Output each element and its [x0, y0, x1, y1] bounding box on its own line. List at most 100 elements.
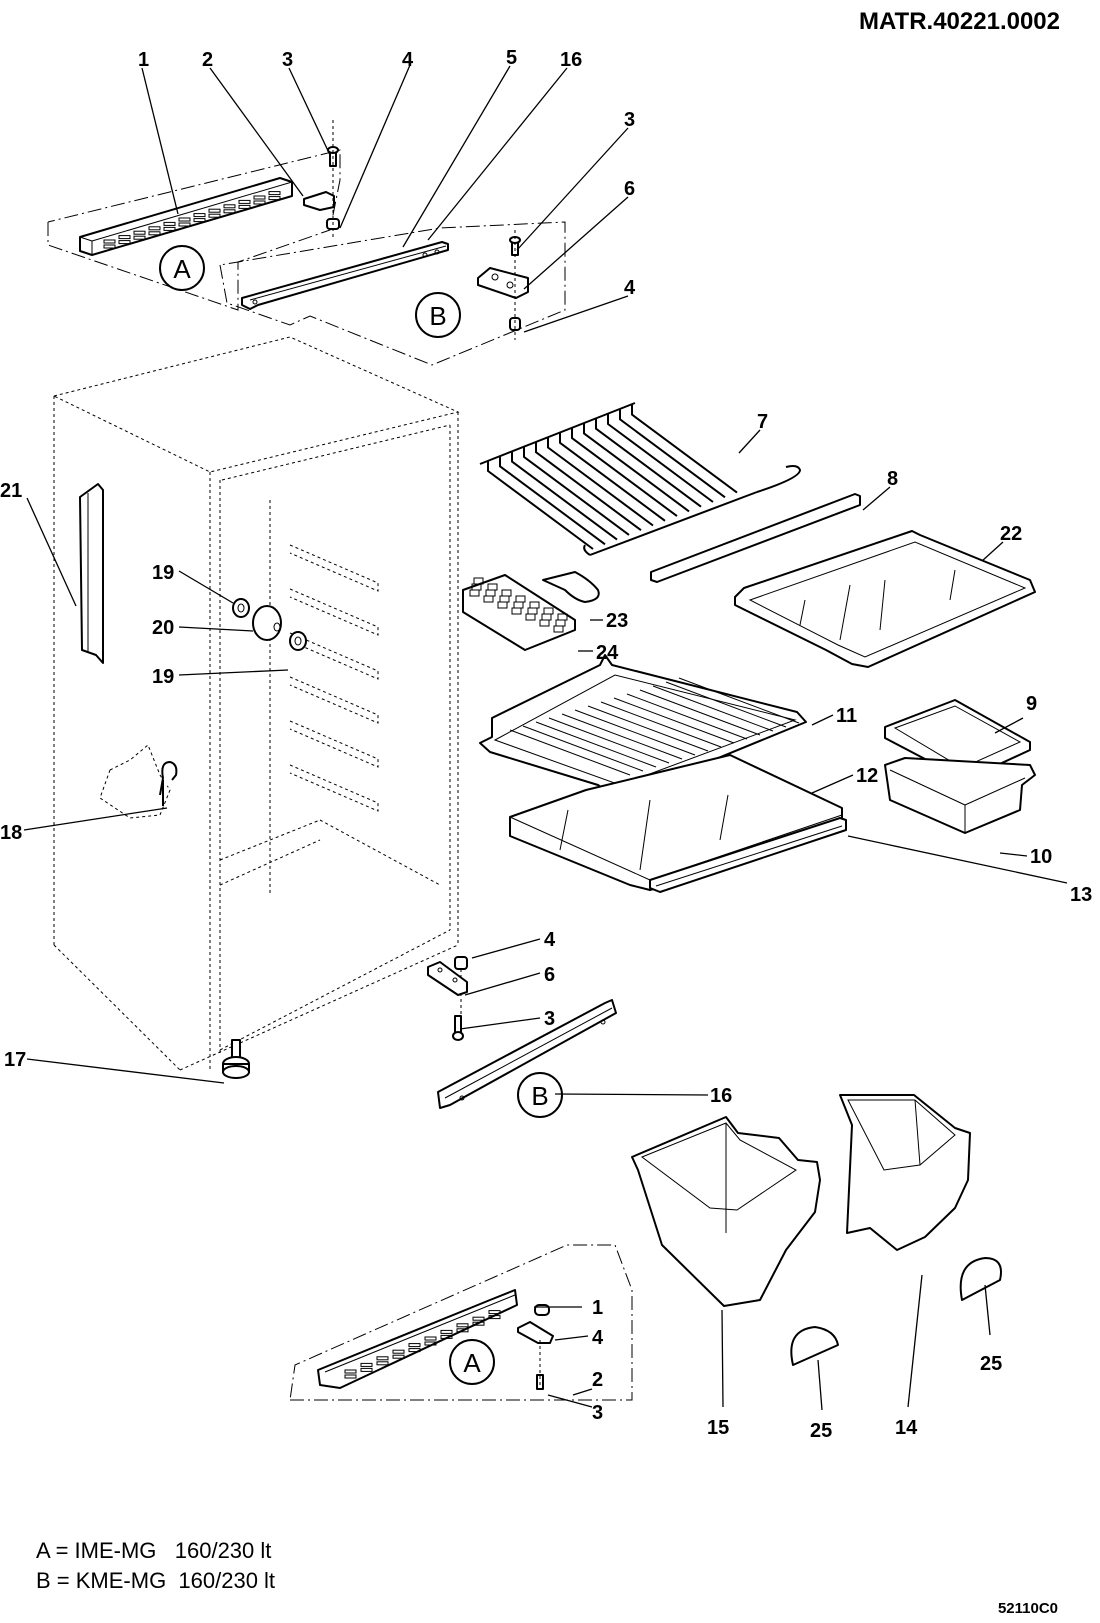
shelf-guide — [289, 632, 379, 680]
shelf-wire — [583, 423, 690, 513]
group-b-circle-mid — [517, 1072, 563, 1118]
ice-cell — [543, 607, 554, 615]
callout-14: 14 — [895, 1417, 918, 1439]
vent-slot — [344, 1374, 357, 1379]
group-a-marker: A — [173, 254, 191, 284]
vent-slot — [488, 1310, 501, 1315]
shelf-rib — [665, 681, 787, 728]
shelf-wire — [631, 404, 738, 494]
group-a-marker-bottom: A — [463, 1348, 481, 1378]
vent-slot — [193, 213, 206, 218]
shelf-rib — [600, 701, 722, 748]
vent-slot — [392, 1349, 405, 1354]
vent-slot — [253, 200, 266, 205]
part-25-bin-cap-a — [790, 1326, 839, 1366]
vent-slot — [253, 195, 266, 200]
vent-slot — [268, 196, 281, 201]
callout-13: 13 — [1070, 884, 1092, 906]
part-22-glass-shelf — [734, 530, 1036, 668]
shelf-rib — [587, 705, 709, 752]
part-11-shelf — [479, 654, 807, 796]
shelf-wire — [619, 409, 726, 499]
vent-slot — [424, 1336, 437, 1341]
vent-slot — [238, 199, 251, 204]
callout-7: 7 — [757, 411, 768, 433]
part-19-washer-a — [232, 598, 250, 618]
callout-4: 4 — [402, 49, 414, 71]
shelf-guide — [289, 720, 379, 768]
drawing-code: 52110C0 — [997, 1600, 1058, 1617]
vent-slot — [178, 222, 191, 227]
part-3-screw-mid — [452, 1015, 464, 1041]
shelf-wire — [559, 432, 666, 522]
vent-slot — [223, 209, 236, 214]
part-21-handle — [79, 483, 104, 664]
callout-labels: 1 2 3 4 5 16 3 6 4 7 8 22 21 19 20 19 23… — [0, 47, 1092, 1442]
part-19-washer-b — [289, 631, 307, 651]
vent-slot — [344, 1369, 357, 1374]
shelf-wire — [535, 442, 642, 532]
group-a-circle-bottom — [449, 1339, 495, 1385]
vent-slot — [133, 235, 146, 240]
vent-slot — [163, 226, 176, 231]
ice-cell — [473, 577, 484, 585]
group-b-marker-mid: B — [531, 1081, 548, 1111]
callout-9: 9 — [1026, 693, 1037, 715]
shelf-rib — [639, 689, 761, 736]
vent-slot — [408, 1348, 421, 1353]
part-2-bracket-bottom — [517, 1321, 554, 1344]
part-17-adjustable-foot — [222, 1039, 250, 1079]
part-5-hinge-rail-top — [241, 241, 449, 310]
legend-line-a: A = IME-MG 160/230 lt — [36, 1538, 272, 1563]
callout-21: 21 — [0, 480, 22, 502]
part-7-wire-shelf — [479, 402, 801, 556]
shelf-rib — [561, 713, 683, 760]
vent-slot — [148, 226, 161, 231]
vent-slot — [223, 204, 236, 209]
vent-slot — [118, 240, 131, 245]
vent-slot — [103, 244, 116, 249]
callout-17: 17 — [4, 1049, 26, 1071]
shelf-rib — [626, 693, 748, 740]
callout-2: 2 — [202, 49, 213, 71]
shelf-rib — [522, 725, 644, 772]
callout-4: 4 — [544, 929, 556, 951]
callout-12: 12 — [856, 765, 878, 787]
part-1-grille-top — [79, 177, 293, 256]
ice-cell — [515, 595, 526, 603]
part-23-ice-scoop — [542, 571, 600, 603]
group-a-circle — [159, 245, 205, 291]
legend-line-b: B = KME-MG 160/230 lt — [36, 1568, 276, 1593]
part-8-strip — [650, 493, 861, 583]
shelf-rib — [652, 685, 774, 732]
callout-10: 10 — [1030, 846, 1052, 868]
shelf-guide — [289, 588, 379, 636]
part-10-crisper — [884, 757, 1036, 834]
vent-slot — [392, 1354, 405, 1359]
callout-6: 6 — [544, 964, 555, 986]
callout-16: 16 — [560, 49, 582, 71]
part-2-hinge-bracket — [303, 191, 335, 211]
ice-cell — [501, 589, 512, 597]
vent-slot — [472, 1316, 485, 1321]
part-4-bush-mid — [454, 956, 468, 970]
shelf-guide — [289, 676, 379, 724]
shelf-rib — [509, 729, 631, 776]
vent-slot — [193, 218, 206, 223]
part-14-door-bin — [839, 1094, 971, 1251]
vent-slot — [133, 230, 146, 235]
shelf-wire — [487, 461, 594, 550]
part-18-thermostat — [159, 761, 178, 806]
part-20-knob — [252, 605, 282, 641]
shelf-wire — [547, 437, 654, 527]
callout-20: 20 — [152, 617, 174, 639]
callout-3: 3 — [544, 1008, 555, 1030]
ice-cell — [487, 583, 498, 591]
vent-slot — [178, 217, 191, 222]
callout-2: 2 — [592, 1369, 603, 1391]
part-12-glass-plate — [509, 754, 843, 891]
vent-slot — [488, 1315, 501, 1320]
vent-slot — [440, 1334, 453, 1339]
drawing-title: MATR.40221.0002 — [859, 8, 1060, 35]
vent-slot — [360, 1362, 373, 1367]
